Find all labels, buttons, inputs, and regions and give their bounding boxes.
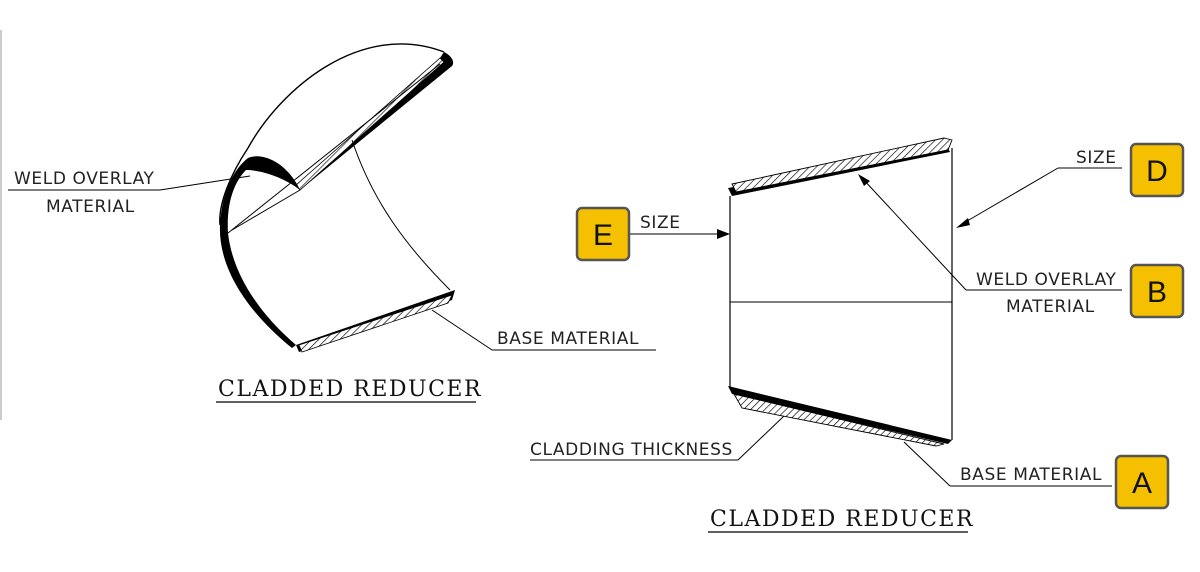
left-base-material-leader (431, 309, 656, 351)
right-weld-overlay-label-line2: MATERIAL (1006, 297, 1095, 317)
tag-b: B (1129, 263, 1185, 319)
right-weld-overlay-leader (858, 174, 1122, 291)
right-size-left-label: SIZE (640, 213, 681, 233)
tag-e-letter: E (593, 219, 613, 252)
right-size-e-leader (630, 229, 730, 239)
right-reducer-drawing (728, 137, 953, 447)
right-cladding-thickness-label: CLADDING THICKNESS (530, 440, 733, 460)
left-weld-overlay-label-line1: WELD OVERLAY (14, 169, 155, 189)
tag-a-letter: A (1132, 467, 1152, 500)
tag-e: E (575, 206, 631, 262)
left-reducer-drawing (219, 43, 455, 353)
right-weld-overlay-label-line1: WELD OVERLAY (976, 270, 1117, 290)
right-size-top-label: SIZE (1076, 148, 1117, 168)
left-base-material-label: BASE MATERIAL (497, 329, 639, 349)
left-weld-overlay-leader (8, 175, 251, 191)
right-diagram-title: CLADDED REDUCER (710, 507, 974, 532)
right-base-material-label: BASE MATERIAL (960, 465, 1102, 485)
left-diagram-title: CLADDED REDUCER (218, 377, 482, 402)
tag-a: A (1114, 454, 1170, 510)
tag-b-letter: B (1147, 276, 1167, 309)
tag-d: D (1129, 142, 1185, 198)
right-cladding-thickness-leader (530, 415, 785, 461)
tag-d-letter: D (1146, 155, 1168, 188)
left-weld-overlay-label-line2: MATERIAL (46, 197, 135, 217)
right-base-material-leader (903, 441, 1112, 487)
right-size-d-leader (956, 167, 1122, 228)
